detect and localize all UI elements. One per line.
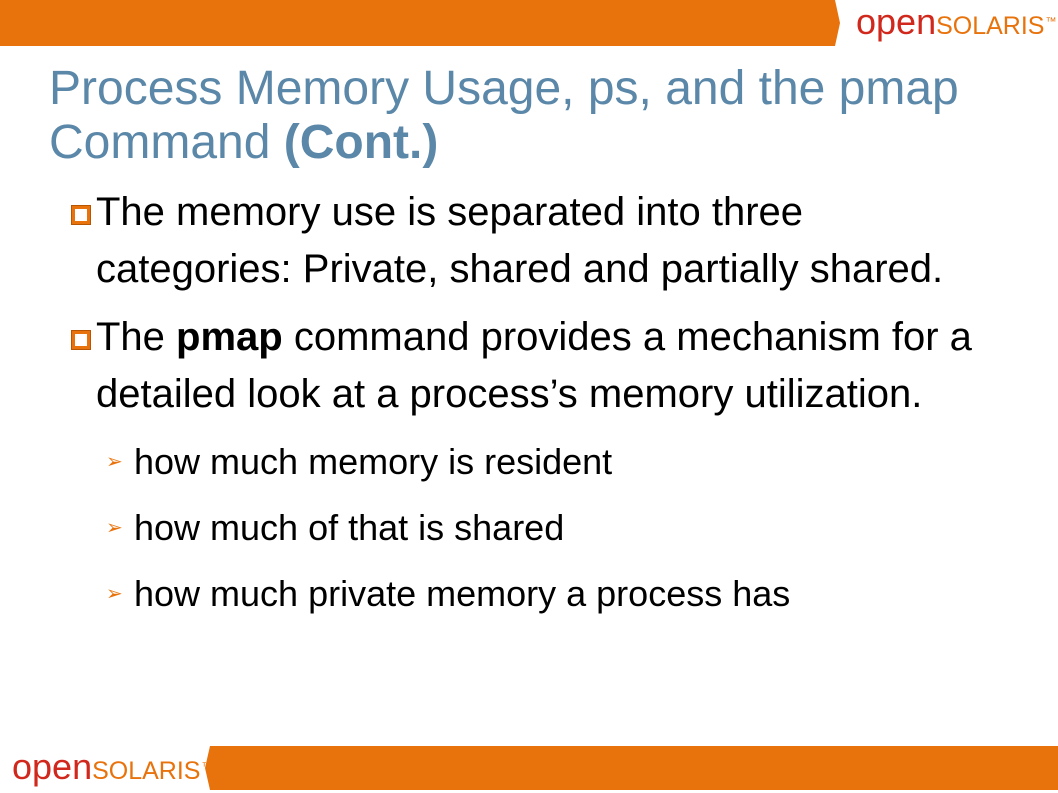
slide-title-suffix: (Cont.) [283,116,439,169]
opensolaris-logo-footer: opensolaris™ [12,746,212,788]
logo-trademark: ™ [201,761,213,773]
logo-open-text: open [12,746,93,787]
sub-bullet-text: how much private memory a process has [134,573,791,614]
bullet-item-pmap: The pmap command provides a mechanism fo… [71,309,996,423]
logo-solaris-text: solaris [936,1,1045,42]
arrow-bullet-icon: ➢ [106,517,123,539]
bullet-text-command: pmap [176,315,283,359]
sub-bullet-item-resident: ➢ how much memory is resident [106,440,1014,484]
logo-open-text: open [856,1,937,42]
logo-trademark: ™ [1045,16,1057,28]
sub-bullet-text: how much of that is shared [134,507,565,548]
slide-title-main: Process Memory Usage, ps, and the pmap C… [49,62,959,169]
bullet-text: The memory use is separated into three c… [96,190,944,291]
slide-content: The memory use is separated into three c… [0,184,1058,616]
slide-title: Process Memory Usage, ps, and the pmap C… [49,62,1039,170]
opensolaris-logo-header: opensolaris™ [856,2,1056,42]
logo-solaris-text: solaris [92,746,201,787]
footer-orange-bar [205,746,1058,790]
sub-bullet-text: how much memory is resident [134,441,613,482]
bullet-text-after: command provides a mechanism for a detai… [96,315,972,416]
bullet-text-before: The [96,315,177,359]
sub-bullet-item-shared: ➢ how much of that is shared [106,506,1014,550]
square-bullet-icon [71,330,91,350]
arrow-bullet-icon: ➢ [106,583,123,605]
square-bullet-icon [71,205,91,225]
sub-bullet-item-private: ➢ how much private memory a process has [106,572,1014,616]
arrow-bullet-icon: ➢ [106,451,123,473]
header-orange-bar [0,0,840,46]
bullet-item-memory-categories: The memory use is separated into three c… [71,184,996,298]
